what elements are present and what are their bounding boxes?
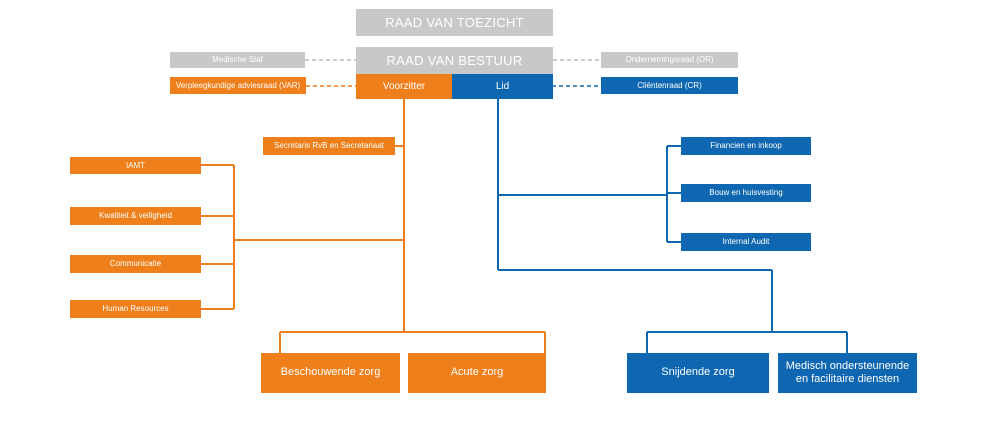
orange-connectors	[201, 99, 546, 353]
division-beschouwende-zorg: Beschouwende zorg	[261, 353, 400, 393]
raad-van-toezicht-box: RAAD VAN TOEZICHT	[356, 9, 553, 36]
clientenraad-box: Cliëntenraad (CR)	[601, 77, 738, 94]
staff-box-kwaliteit: Kwaliteit & veiligheid	[70, 207, 201, 225]
staff-box-hr: Human Resources	[70, 300, 201, 318]
staff-box-iamt: IAMT	[70, 157, 201, 174]
division-acute-zorg: Acute zorg	[408, 353, 546, 393]
ondernemingsraad-box: Ondernemingsraad (OR)	[601, 52, 738, 68]
medische-staf-box: Medische Staf	[170, 52, 305, 68]
division-medisch-line1: Medisch ondersteunende	[785, 359, 910, 372]
staff-box-financien: Financien en inkoop	[681, 137, 811, 155]
var-box: Verpleegkundige adviesraad (VAR)	[170, 77, 306, 94]
division-snijdende-zorg: Snijdende zorg	[627, 353, 769, 393]
division-medisch-line2: en facilitaire diensten	[795, 373, 900, 385]
raad-van-bestuur-box: RAAD VAN BESTUUR	[356, 47, 553, 74]
secretariaat-box: Secretaris RvB en Secretariaat	[263, 137, 395, 155]
lid-box: Lid	[452, 74, 553, 99]
voorzitter-box: Voorzitter	[356, 74, 452, 99]
staff-box-communicatie: Communicatie	[70, 255, 201, 273]
staff-box-bouw: Bouw en huisvesting	[681, 184, 811, 202]
staff-box-internal-audit: Internal Audit	[681, 233, 811, 251]
division-medisch-ondersteunende: Medisch ondersteunende en facilitaire di…	[778, 353, 917, 393]
blue-connectors	[497, 99, 848, 353]
